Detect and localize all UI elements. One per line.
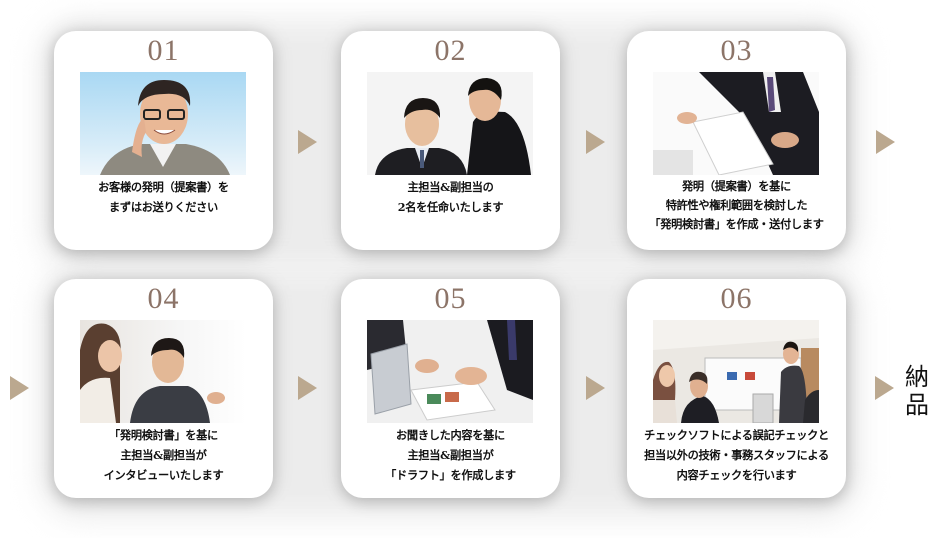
- step-card-06: 06 チェックソフトによる誤記チェックと 担当以外の技術・事務スタッフによる 内…: [627, 279, 846, 498]
- caption-line: まずはお送りください: [109, 200, 218, 214]
- caption-line: 発明（提案書）を基に: [682, 179, 791, 193]
- caption-line: 特許性や権利範囲を検討した: [665, 198, 808, 212]
- step-caption: 主担当&副担当の 2名を任命いたします: [341, 177, 560, 217]
- caption-line: お客様の発明（提案書）を: [98, 180, 229, 194]
- caption-line: 2名を任命いたします: [397, 200, 504, 214]
- arrow-right-icon: [875, 376, 894, 400]
- arrow-right-icon: [586, 130, 605, 154]
- step-card-02: 02 主担当&副担当の 2名を任命いたします: [341, 31, 560, 250]
- photo-interview-meeting: [80, 320, 246, 423]
- photo-document-handover: [653, 72, 819, 175]
- step-number: 06: [720, 282, 753, 315]
- arrow-right-icon: [876, 130, 895, 154]
- caption-line: 主担当&副担当が: [120, 448, 207, 462]
- step-caption: 発明（提案書）を基に 特許性や権利範囲を検討した 「発明検討書」を作成・送付しま…: [627, 177, 846, 234]
- step-caption: お聞きした内容を基に 主担当&副担当が 「ドラフト」を作成します: [341, 425, 560, 485]
- caption-line: 「発明検討書」を作成・送付します: [649, 217, 824, 231]
- arrow-right-icon: [298, 376, 317, 400]
- photo-presentation-meeting: [653, 320, 819, 423]
- step-number: 02: [434, 34, 467, 67]
- caption-line: 内容チェックを行います: [676, 468, 797, 482]
- caption-line: チェックソフトによる誤記チェックと: [644, 428, 829, 442]
- caption-line: 「ドラフト」を作成します: [385, 468, 516, 482]
- delivery-label-char: 納: [905, 363, 929, 391]
- caption-line: 主担当&副担当が: [407, 448, 494, 462]
- delivery-label: 納 品: [903, 363, 931, 419]
- photo-smiling-man: [80, 72, 246, 175]
- delivery-label-char: 品: [905, 391, 929, 419]
- step-card-03: 03 発明（提案書）を基に 特許性や権利範囲を検討した 「発明検討書」を作成・送…: [627, 31, 846, 250]
- step-card-01: 01 お客様の発明（提案書）を まずはお送りください: [54, 31, 273, 250]
- arrow-right-icon: [586, 376, 605, 400]
- caption-line: インタビューいたします: [103, 468, 224, 482]
- caption-line: 担当以外の技術・事務スタッフによる: [644, 448, 829, 462]
- step-caption: お客様の発明（提案書）を まずはお送りください: [54, 177, 273, 217]
- step-number: 03: [720, 34, 753, 67]
- photo-drafting-discussion: [367, 320, 533, 423]
- step-card-04: 04 「発明検討書」を基に 主担当&副担当が インタビューいたします: [54, 279, 273, 498]
- arrow-right-icon: [10, 376, 29, 400]
- caption-line: 主担当&副担当の: [407, 180, 494, 194]
- photo-two-businessmen: [367, 72, 533, 175]
- step-number: 04: [147, 282, 180, 315]
- step-caption: チェックソフトによる誤記チェックと 担当以外の技術・事務スタッフによる 内容チェ…: [627, 425, 846, 485]
- step-number: 05: [434, 282, 467, 315]
- step-caption: 「発明検討書」を基に 主担当&副担当が インタビューいたします: [54, 425, 273, 485]
- step-card-05: 05 お聞きした内容を基に 主担当&副担当が 「ドラフト」を作成します: [341, 279, 560, 498]
- arrow-right-icon: [298, 130, 317, 154]
- caption-line: お聞きした内容を基に: [396, 428, 505, 442]
- caption-line: 「発明検討書」を基に: [109, 428, 218, 442]
- step-number: 01: [147, 34, 180, 67]
